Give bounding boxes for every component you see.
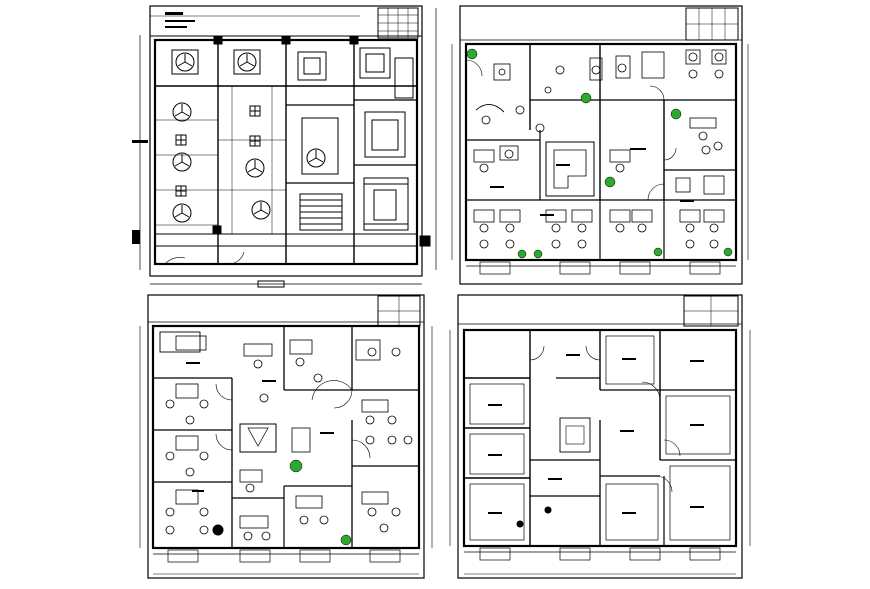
room-label-mark xyxy=(488,354,704,514)
column-marker xyxy=(419,235,431,247)
ceiling-fan-icon xyxy=(233,49,261,75)
ceiling-fan-icon xyxy=(172,203,192,223)
panel-outer-frame xyxy=(459,5,743,285)
panel-top-left xyxy=(132,5,437,288)
panel-outer-frame xyxy=(457,294,743,579)
panel-bottom-right xyxy=(449,294,751,579)
building-outer-wall xyxy=(464,42,738,262)
door-swing xyxy=(227,251,245,265)
ceiling-fan-icon xyxy=(245,158,265,178)
desk-with-chair-icon xyxy=(473,49,727,249)
building-outer-wall xyxy=(151,324,421,550)
staircase-icon xyxy=(299,193,343,231)
ceiling-fan-icon xyxy=(251,200,271,220)
ceiling-fan-icon xyxy=(171,49,199,75)
potted-plant-icon xyxy=(289,459,352,546)
panel-bottom-left xyxy=(139,294,433,579)
staircase-icon xyxy=(363,177,409,231)
potted-plant-icon xyxy=(466,48,733,259)
desk-with-chair-icon xyxy=(165,339,413,541)
panel-top-right xyxy=(451,5,749,285)
ceiling-light-icon xyxy=(175,105,261,197)
ceiling-fan-icon xyxy=(306,148,326,168)
panel-outer-frame xyxy=(147,294,425,579)
ceiling-fan-icon xyxy=(172,102,192,122)
ceiling-fan-icon xyxy=(172,152,192,172)
door-swing xyxy=(164,257,186,265)
scale-label-box xyxy=(257,280,285,288)
